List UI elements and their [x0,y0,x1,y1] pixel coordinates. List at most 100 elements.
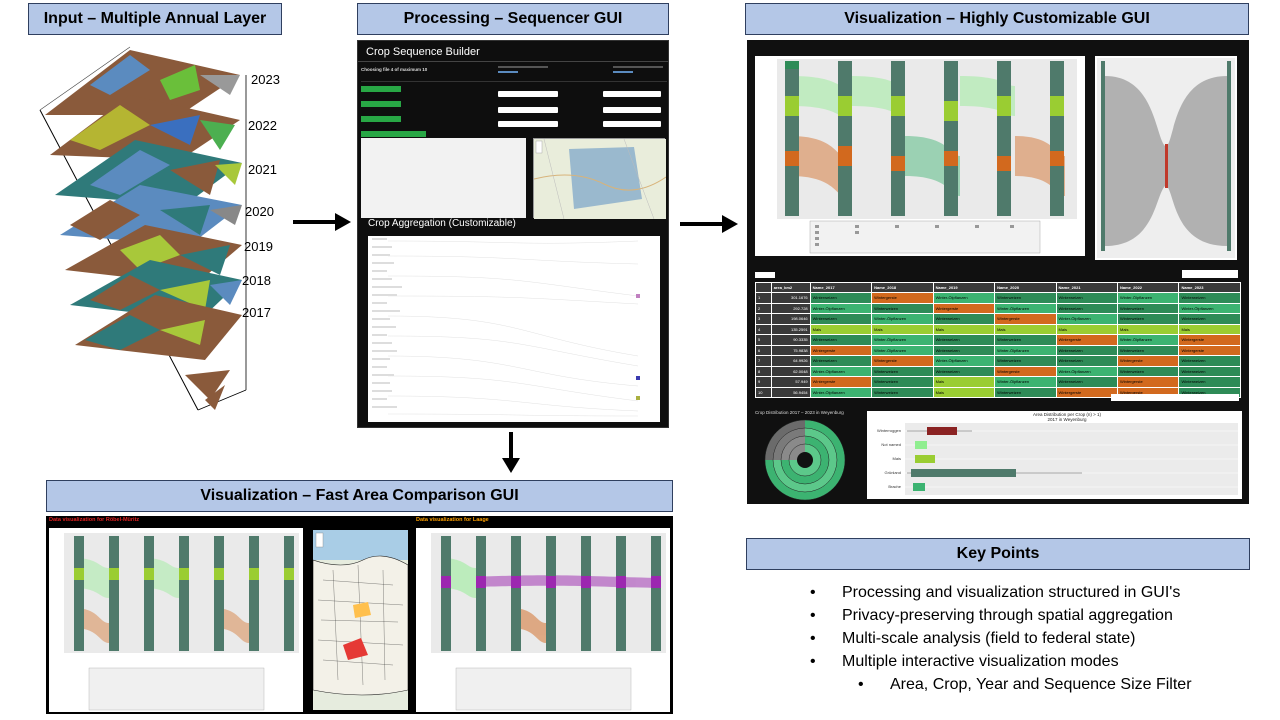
row-id-cell: 1 [755,292,772,304]
map-preview[interactable] [533,138,667,220]
crop-cell: Winterweizen [1055,292,1119,304]
crop-cell: Wintergerste [994,365,1057,377]
boxplot-title: Area Distribution per Crop (n) > 1) [1033,412,1101,417]
layer-2021 [55,140,242,205]
browse-file-button-2[interactable] [361,101,401,107]
crop-cell: Winterweizen [1178,355,1241,367]
sankey-graphic [777,59,1077,254]
crop-cell: Winter-Ölpflanzen [871,313,934,325]
column-select-2[interactable] [498,107,558,113]
crop-cell: Winterweizen [809,292,873,304]
crop-cell: Winterweizen [994,334,1057,346]
row-id-cell: 8 [755,365,772,377]
year-select-2[interactable] [603,107,661,113]
arrow-right-2 [680,215,738,233]
column-select-1[interactable] [498,91,558,97]
crop-cell: Winter-Ölpflanzen [994,344,1057,356]
left-region-title: Data visualization for Röbel-Müritz [49,517,140,523]
area-distribution-boxplot[interactable]: Area Distribution per Crop (n) > 1) 2017… [867,411,1242,499]
crop-distribution-donut[interactable] [755,418,861,502]
crop-cell: Winterweizen [932,334,996,346]
boxplot-category-label: Not named [881,442,901,447]
table-search-input[interactable] [1182,270,1238,278]
area-cell: 62.0048 [770,365,811,377]
crop-cell: Winterweizen [1116,365,1180,377]
right-region-title: Data visualization for Laage [416,517,489,523]
browse-file-button-1[interactable] [361,86,401,92]
map-preview-graphic [533,138,667,220]
crop-cell: Winterweizen [1116,313,1180,325]
crop-cell: Winter-Ölpflanzen [1116,334,1180,346]
crop-cell: Mais [871,323,934,335]
table-column-header[interactable]: Name_2023 [1178,282,1241,293]
column-select-3[interactable] [498,121,558,127]
crop-cell: Winterweizen [1116,344,1180,356]
crop-cell: Winterweizen [871,302,934,314]
processing-section-title: Processing – Sequencer GUI [357,3,669,35]
sankey-chart[interactable] [755,56,1085,256]
year-select-1[interactable] [603,91,661,97]
row-id-cell: 9 [755,376,772,388]
right-sankey-chart[interactable] [416,528,670,712]
annual-layer-stack [30,45,285,415]
row-id-cell: 5 [755,334,772,346]
crop-cell: Mais [1116,323,1180,335]
table-column-header[interactable]: Name_2022 [1116,282,1180,293]
browse-file-button-4[interactable] [361,131,426,137]
boxplot-graphic [905,423,1238,495]
area-cell: 56.9454 [770,386,811,398]
region-map[interactable] [312,530,409,710]
year-select-3[interactable] [603,121,661,127]
table-column-header[interactable]: area_km2 [770,282,811,293]
crop-cell: Wintergerste [1055,334,1119,346]
app-title: Crop Sequence Builder [366,46,480,58]
table-column-header[interactable]: Name_2021 [1055,282,1119,293]
crop-cell: Mais [932,376,996,388]
table-pagination[interactable] [1111,394,1239,401]
proportion-sankey[interactable] [1095,56,1237,260]
crop-cell: Winterweizen [932,344,996,356]
left-sankey-chart[interactable] [49,528,303,712]
crop-cell: Wintergerste [1178,344,1241,356]
entries-select[interactable] [755,272,775,278]
crop-cell: Winter-Ölpflanzen [1178,302,1241,314]
crop-cell: Winterweizen [1055,302,1119,314]
year-label-2017: 2017 [242,305,271,320]
area-cell: 64.9926 [770,355,811,367]
crop-cell: Winter-Ölpflanzen [809,386,873,398]
crop-cell: Winterweizen [809,334,873,346]
crop-cell: Winter-Ölpflanzen [932,355,996,367]
crop-cell: Mais [1055,323,1119,335]
table-column-header[interactable] [755,282,772,293]
fast-comparison-gui: Data visualization for Röbel-Müritz Data… [46,516,673,714]
crop-cell: Winter-Ölpflanzen [932,292,996,304]
year-label-2022: 2022 [248,118,277,133]
table-column-header[interactable]: Name_2019 [932,282,996,293]
crop-cell: Winterweizen [1116,302,1180,314]
crop-cell: Winterweizen [1178,313,1241,325]
browse-file-button-3[interactable] [361,116,401,122]
row-id-cell: 3 [755,313,772,325]
table-column-header[interactable]: Name_2020 [994,282,1057,293]
table-column-header[interactable]: Name_2018 [871,282,934,293]
crop-cell: Winterweizen [932,313,996,325]
boxplot-category-label: Brache [888,484,901,489]
crop-cell: Winterweizen [871,376,934,388]
crop-cell: Mais [1178,323,1241,335]
year-label-2021: 2021 [248,162,277,177]
table-column-header[interactable]: Name_2017 [809,282,873,293]
right-sankey-graphic [431,533,666,711]
crop-cell: Wintergerste [994,313,1057,325]
